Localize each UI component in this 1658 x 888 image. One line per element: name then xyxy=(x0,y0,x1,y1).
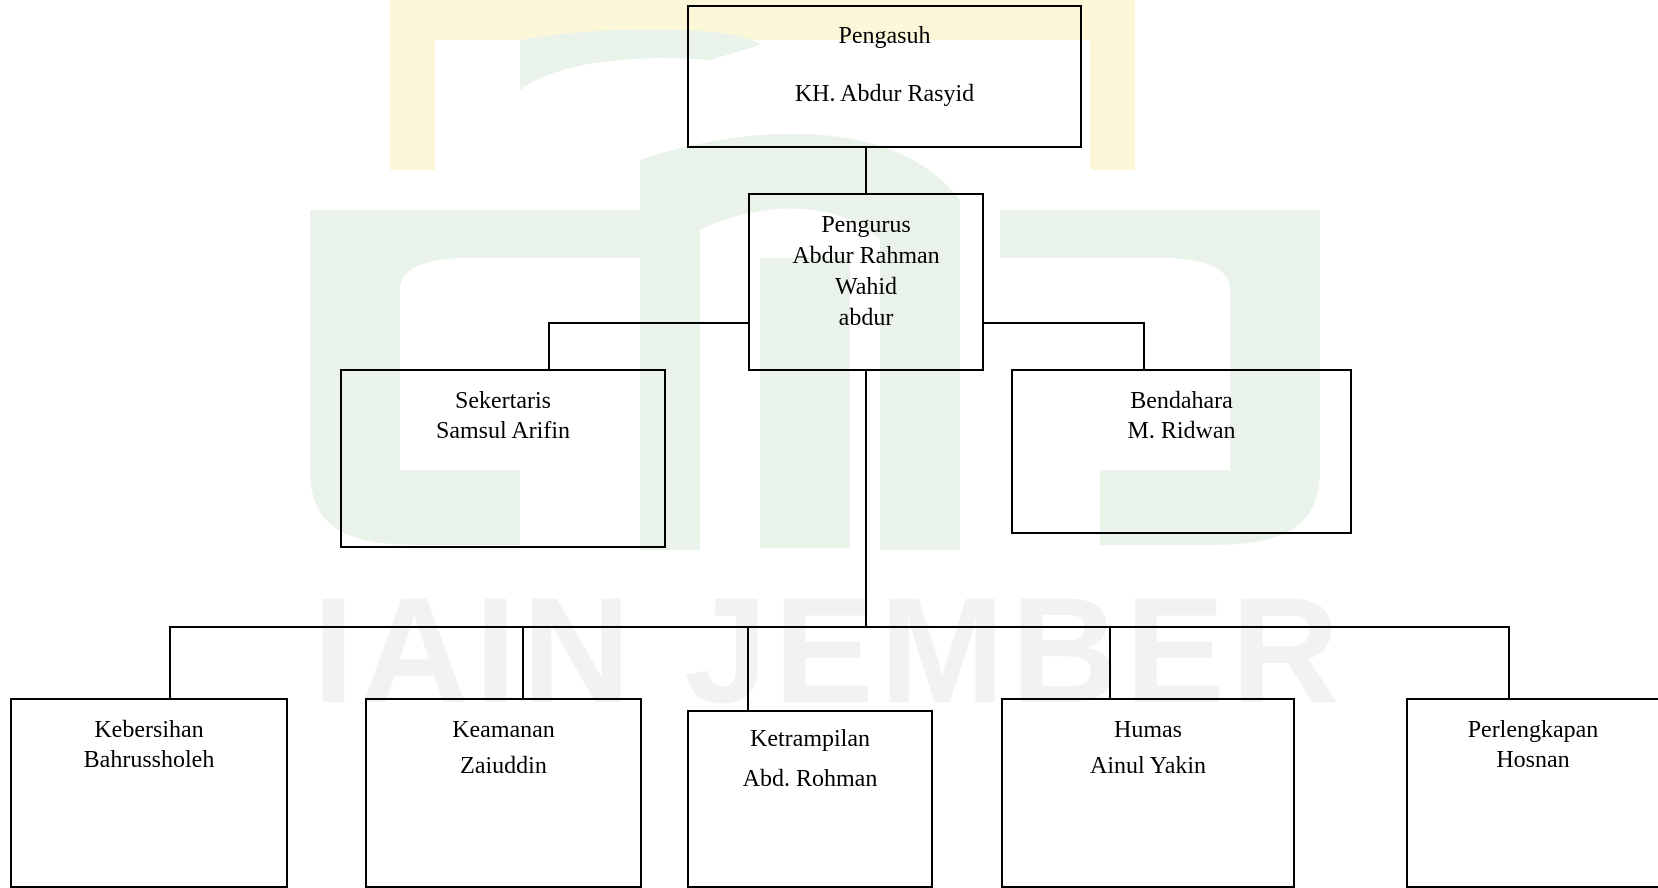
connector-pengurus-down xyxy=(865,370,867,628)
node-pengasuh-title: Pengasuh xyxy=(838,23,931,49)
node-keamanan-name: Zaiuddin xyxy=(460,753,547,779)
connector-keamanan-drop xyxy=(522,626,524,699)
node-sekertaris-title: Sekertaris xyxy=(455,388,551,414)
node-perlengkapan-name: Hosnan xyxy=(1496,747,1570,773)
node-bendahara: Bendahara M. Ridwan xyxy=(1011,369,1352,534)
node-kebersihan-name: Bahrussholeh xyxy=(83,747,215,773)
node-pengurus-title: Pengurus xyxy=(821,212,911,238)
node-kebersihan: Kebersihan Bahrussholeh xyxy=(10,698,288,888)
node-humas-name: Ainul Yakin xyxy=(1089,753,1207,779)
connector-pengurus-left xyxy=(548,322,749,324)
watermark-text: IAIN JEMBER xyxy=(312,566,1346,734)
node-pengurus-name-3: abdur xyxy=(838,305,894,331)
node-keamanan-title: Keamanan xyxy=(452,717,555,743)
node-bendahara-title: Bendahara xyxy=(1130,388,1233,414)
node-pengasuh-name: KH. Abdur Rasyid xyxy=(794,81,975,107)
node-sekertaris-name: Samsul Arifin xyxy=(435,418,570,444)
connector-perlengkapan-drop xyxy=(1508,626,1510,699)
node-perlengkapan: Perlengkapan Hosnan xyxy=(1406,698,1658,888)
node-bendahara-name: M. Ridwan xyxy=(1127,418,1236,444)
node-pengasuh: Pengasuh KH. Abdur Rasyid xyxy=(687,5,1082,148)
connector-humas-drop xyxy=(1109,626,1111,699)
connector-pengurus-right xyxy=(982,322,1145,324)
connector-bendahara-drop xyxy=(1143,322,1145,370)
node-pengurus-name-2: Wahid xyxy=(834,274,898,300)
connector-sekertaris-drop xyxy=(548,322,550,370)
node-sekertaris: Sekertaris Samsul Arifin xyxy=(340,369,666,548)
connector-bottom-bus xyxy=(169,626,1510,628)
node-ketrampilan-name: Abd. Rohman xyxy=(742,766,878,792)
connector-pengasuh-pengurus xyxy=(865,147,867,193)
node-ketrampilan-title: Ketrampilan xyxy=(750,726,870,752)
connector-kebersihan-drop xyxy=(169,626,171,699)
node-humas: Humas Ainul Yakin xyxy=(1001,698,1295,888)
node-perlengkapan-title: Perlengkapan xyxy=(1467,717,1599,743)
node-pengurus-name-1: Abdur Rahman xyxy=(792,243,940,269)
connector-ketrampilan-drop xyxy=(747,626,749,711)
node-pengurus: Pengurus Abdur Rahman Wahid abdur xyxy=(748,193,984,371)
node-keamanan: Keamanan Zaiuddin xyxy=(365,698,642,888)
node-kebersihan-title: Kebersihan xyxy=(94,717,204,743)
node-humas-title: Humas xyxy=(1114,717,1182,743)
node-ketrampilan: Ketrampilan Abd. Rohman xyxy=(687,710,933,888)
